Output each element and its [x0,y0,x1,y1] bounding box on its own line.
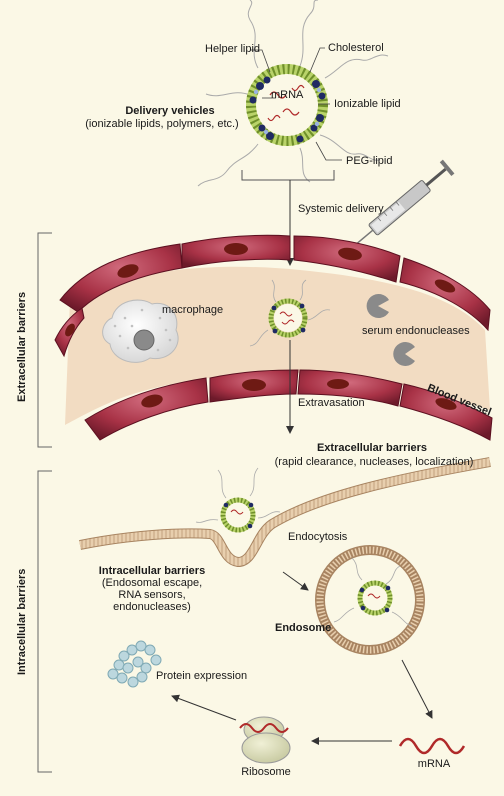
endonuclease-icon [366,294,389,318]
peg-lipid-label: PEG-lipid [346,155,393,167]
cholesterol-label: Cholesterol [328,42,384,54]
protein-icon [107,640,162,688]
extracellular-barriers-subtitle: (rapid clearance, nucleases, localizatio… [274,456,474,468]
vessel-lipid-nanoparticle-icon [249,279,331,347]
macrophage-label: macrophage [162,304,224,316]
mrna-label-top: mRNA [271,89,304,101]
macrophage-icon [102,299,179,363]
delivery-vehicles-subtitle: (ionizable lipids, polymers, etc.) [85,118,239,130]
lower-vessel-wall [84,369,493,441]
endocytosis-label: Endocytosis [288,531,348,543]
intracellular-barriers-line-2: RNA sensors, [118,589,186,601]
intracellular-side-label: Intracellular barriers [16,568,28,675]
extracellular-barriers-title: Extracellular barriers [316,442,428,454]
intracellular-barriers-line-3: endonucleases) [113,601,191,613]
serum-endonucleases-label: serum endonucleases [362,325,470,337]
ionizable-lipid-label: Ionizable lipid [334,98,401,110]
vessel-lumen [65,266,490,425]
mrna-label-bottom: mRNA [417,758,451,770]
systemic-delivery-label: Systemic delivery [298,203,384,215]
endosome-label: Endosome [275,622,332,634]
extracellular-side-label: Extracellular barriers [16,291,28,402]
helper-lipid-label: Helper lipid [205,43,261,55]
endosome-icon [315,545,425,655]
ribosome-icon [239,716,291,764]
extracellular-bracket [37,232,52,448]
intracellular-bracket [37,470,52,773]
extravasation-label: Extravasation [298,397,365,409]
protein-expression-label: Protein expression [156,670,248,682]
mrna-strand-icon [398,737,466,755]
upper-vessel-wall [59,234,491,332]
delivery-vehicles-title: Delivery vehicles [125,105,215,117]
syringe-icon [357,159,455,244]
top-lipid-nanoparticle-icon [197,0,389,187]
intracellular-barriers-line-1: (Endosomal escape, [101,577,203,589]
ribosome-label: Ribosome [241,766,291,778]
intracellular-barriers-title: Intracellular barriers [98,565,206,577]
endonuclease-icon [393,342,415,366]
endocytosis-lipid-nanoparticle-icon [195,467,281,533]
